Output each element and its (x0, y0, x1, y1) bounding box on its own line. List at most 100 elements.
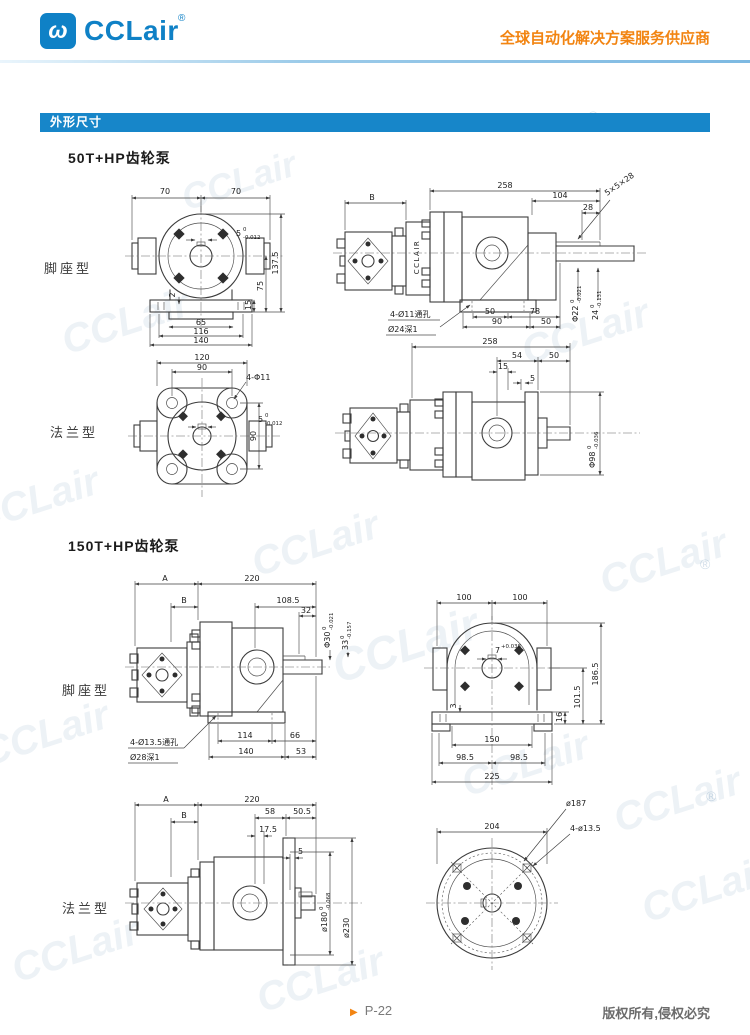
dim-label: ø230 (342, 918, 351, 938)
section-title-bar: 外形尺寸 (40, 113, 710, 132)
page-number: ▶ P-22 (350, 1003, 392, 1018)
page-number-triangle-icon: ▶ (350, 1007, 358, 1018)
dim-label: 28 (583, 203, 593, 212)
company-tagline: 全球自动化解决方案服务供应商 (499, 30, 710, 47)
dim-label: 65 (196, 318, 206, 327)
dim-label: 116 (193, 327, 208, 336)
brand-name: CCLair (84, 15, 179, 46)
row-label-foot-150t: 脚座型 (62, 683, 111, 698)
dim-label: B (181, 596, 187, 605)
dim-tol: -0.012 (243, 235, 260, 241)
dim-label: 70 (231, 187, 241, 196)
dim-label: B (181, 811, 187, 820)
logo-glyph: ω (48, 17, 68, 43)
dim-label: B (369, 193, 375, 202)
dim-label: 220 (244, 795, 259, 804)
dim-label: 101.5 (573, 686, 582, 709)
dim-tol: -0.012 (265, 421, 282, 427)
dim-label: 5 (530, 374, 535, 383)
dim-label: 50 (549, 351, 559, 360)
dim-tol: -0.036 (594, 431, 600, 449)
copyright-notice: 版权所有,侵权必究 (602, 1006, 710, 1021)
dim-label: 120 (194, 353, 209, 362)
dim-label: A (162, 574, 168, 583)
dim-label: 33 (341, 640, 350, 650)
dim-label: 53 (296, 747, 306, 756)
dim-label: 90 (492, 317, 502, 326)
dim-tol: 0 (587, 445, 593, 449)
dim-label: 17.5 (259, 825, 277, 834)
row-label-foot-50t: 脚座型 (44, 261, 93, 276)
dim-tol: 0 (243, 227, 247, 233)
key-spec-label: 5×5×28 (603, 171, 636, 198)
cbore-label: Ø28深1 (130, 752, 160, 762)
dim-label: ø187 (566, 799, 586, 808)
dim-label: ø180 (320, 912, 329, 932)
dim-tol: -0.131 (597, 291, 603, 308)
dim-tol: 0 (590, 304, 596, 308)
dim-tol: -0.021 (577, 286, 583, 303)
dim-label: 98.5 (510, 753, 528, 762)
page-header: ω CCLair ® 全球自动化解决方案服务供应商 (0, 0, 750, 60)
row-label-flange-50t: 法兰型 (50, 425, 99, 440)
dim-label: 75 (256, 281, 265, 291)
dim-label: 2 (168, 292, 177, 297)
holes-label: 4-ø13.5 (570, 824, 601, 833)
dim-label: 78 (530, 307, 540, 316)
pump-150t-title: 150T+HP齿轮泵 (68, 538, 180, 554)
dim-label: 50 (541, 317, 551, 326)
drawing-50t-flange-front: 120 90 4-Φ11 5 0 -0.012 90 (128, 353, 282, 497)
dim-label: A (163, 795, 169, 804)
pump-body-brand: CCLAIR (413, 240, 421, 275)
dim-tol: -0.021 (329, 613, 335, 630)
drawing-50t-foot-side: CCLAIR 258 104 28 (333, 171, 648, 336)
dim-label: 150 (484, 735, 499, 744)
dim-label: 114 (237, 731, 252, 740)
dim-label: 50 (485, 307, 495, 316)
dim-label: 54 (512, 351, 522, 360)
dim-label: 16 (555, 712, 564, 722)
dim-label: Φ30 (323, 632, 332, 648)
dim-label: 90 (197, 363, 207, 372)
dim-label: 66 (290, 731, 300, 740)
dim-label: 32 (301, 606, 311, 615)
dim-tol: 0 (570, 299, 576, 303)
dim-label: 70 (160, 187, 170, 196)
drawing-150t-flange-side: A 220 B 58 50.5 17.5 5 ø180 (125, 795, 362, 966)
dim-label: 3 (449, 703, 458, 708)
dim-tol: +0.038 (501, 644, 522, 650)
dim-label: 258 (497, 181, 512, 190)
dim-label: 137.5 (271, 252, 280, 275)
page-number-text: P-22 (364, 1003, 393, 1018)
dim-label: 140 (238, 747, 253, 756)
dim-label: 5 (298, 847, 303, 856)
dim-label: 204 (484, 822, 499, 831)
header-divider (0, 60, 750, 63)
dim-tol: 0 (322, 626, 328, 630)
dim-label: 220 (244, 574, 259, 583)
dim-label: 7 (495, 646, 500, 655)
dim-tol: -0.157 (347, 622, 353, 639)
dim-label: 140 (193, 336, 208, 345)
dim-label: Φ22 (571, 306, 580, 322)
dim-tol: 0 (340, 635, 346, 639)
dim-tol: 0 (265, 413, 269, 419)
dim-label: 15 (498, 362, 508, 371)
drawing-150t-flange-front: 204 ø187 4-ø13.5 (426, 799, 601, 970)
brand-logo-icon: ω (40, 13, 76, 49)
drawing-150t-foot-side: A 220 B 108.5 32 Φ30 0 -0.021 33 0 -0.15… (125, 574, 353, 764)
dim-label: 15 (244, 300, 253, 310)
drawing-50t-flange-side: 258 54 50 15 5 Φ98 0 -0.036 (335, 337, 640, 481)
row-label-flange-150t: 法兰型 (62, 901, 111, 916)
dim-label: 258 (482, 337, 497, 346)
holes-label: 4-Ø13.5通孔 (130, 737, 178, 747)
dim-label: 90 (249, 431, 258, 441)
dim-label: 108.5 (277, 596, 300, 605)
holes-label: 4-Ø11通孔 (390, 309, 430, 319)
dim-label: 104 (552, 191, 567, 200)
dim-label: 58 (265, 807, 275, 816)
dim-label: 186.5 (591, 663, 600, 686)
drawing-150t-foot-front: 100 100 7 +0.038 186.5 101.5 16 3 150 (424, 593, 605, 792)
